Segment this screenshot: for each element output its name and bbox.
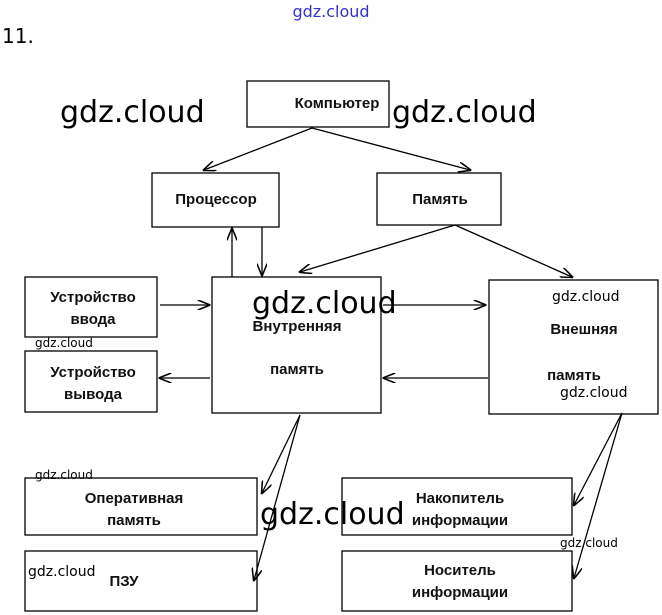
node-computer: Компьютер (246, 80, 390, 128)
svg-text:Носитель: Носитель (424, 562, 496, 579)
svg-text:Память: Память (412, 191, 468, 208)
svg-text:Устройство: Устройство (50, 289, 136, 306)
node-input-device: Устройство ввода (24, 276, 158, 338)
svg-text:gdz.cloud: gdz.cloud (252, 286, 397, 321)
site-watermark: gdz.cloud (292, 2, 369, 21)
task-number: 11. (2, 24, 34, 48)
svg-text:Накопитель: Накопитель (416, 490, 504, 507)
svg-text:gdz.cloud: gdz.cloud (35, 336, 93, 350)
svg-text:Оперативная: Оперативная (85, 490, 184, 507)
node-processor: Процессор (151, 172, 280, 228)
svg-text:память: память (547, 367, 601, 384)
node-storage-medium: Носитель информации (341, 550, 573, 612)
svg-text:ввода: ввода (70, 311, 116, 328)
svg-text:вывода: вывода (64, 386, 123, 403)
svg-text:gdz.cloud: gdz.cloud (28, 564, 95, 580)
svg-text:gdz.cloud: gdz.cloud (552, 289, 619, 305)
node-external-memory: Внешняя память (488, 279, 659, 415)
svg-text:Внутренняя: Внутренняя (253, 318, 342, 335)
svg-text:gdz.cloud: gdz.cloud (35, 468, 93, 482)
svg-text:gdz.cloud: gdz.cloud (392, 95, 537, 130)
node-memory: Память (376, 172, 502, 226)
watermarks: gdz.cloud gdz.cloud gdz.cloud gdz.cloud … (28, 95, 627, 580)
svg-text:информации: информации (412, 512, 508, 529)
svg-text:Компьютер: Компьютер (295, 95, 380, 112)
node-ram: Оперативная память (24, 477, 258, 536)
svg-text:память: память (270, 361, 324, 378)
svg-text:gdz.cloud: gdz.cloud (260, 497, 405, 532)
svg-text:Процессор: Процессор (175, 191, 256, 208)
arrows (160, 127, 623, 580)
svg-text:ПЗУ: ПЗУ (110, 573, 140, 590)
svg-text:gdz.cloud: gdz.cloud (560, 536, 618, 550)
svg-text:информации: информации (412, 584, 508, 601)
node-rom: ПЗУ (24, 550, 258, 612)
node-internal-memory: Внутренняя память (211, 276, 382, 414)
node-output-device: Устройство вывода (24, 350, 158, 413)
svg-text:Внешняя: Внешняя (550, 321, 617, 338)
svg-text:Устройство: Устройство (50, 364, 136, 381)
node-storage-drive: Накопитель информации (341, 477, 573, 536)
svg-text:gdz.cloud: gdz.cloud (560, 385, 627, 401)
svg-text:память: память (107, 512, 161, 529)
svg-text:gdz.cloud: gdz.cloud (60, 95, 205, 130)
